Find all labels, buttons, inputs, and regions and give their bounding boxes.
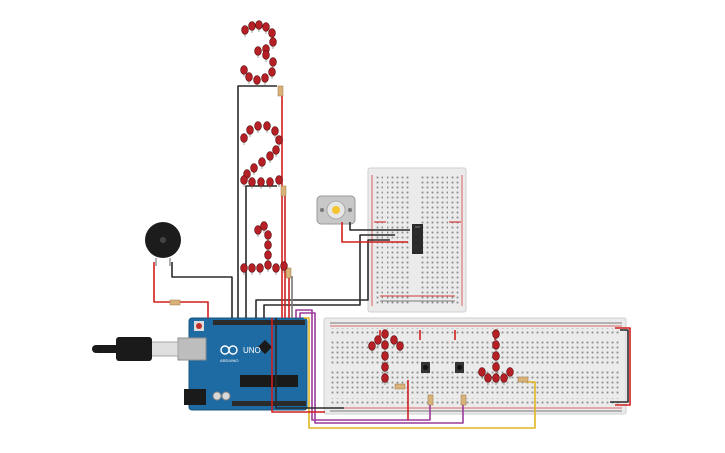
led[interactable] (262, 22, 270, 32)
led[interactable] (506, 367, 514, 377)
led[interactable] (280, 261, 288, 271)
led[interactable] (272, 145, 280, 155)
led[interactable] (478, 367, 486, 377)
led-arrow-right (478, 329, 514, 385)
led[interactable] (266, 151, 274, 161)
led[interactable] (492, 329, 500, 339)
led[interactable] (255, 20, 263, 30)
led[interactable] (381, 329, 389, 339)
led[interactable] (264, 260, 272, 270)
led[interactable] (263, 121, 271, 131)
wires (153, 85, 631, 429)
led[interactable] (492, 351, 500, 361)
led[interactable] (271, 126, 279, 136)
resistors (169, 85, 529, 406)
led[interactable] (492, 362, 500, 372)
led[interactable] (254, 46, 262, 56)
lower-breadboard[interactable] (323, 317, 627, 415)
led[interactable] (253, 75, 261, 85)
led[interactable] (261, 73, 269, 83)
led[interactable] (272, 263, 280, 273)
led[interactable] (396, 341, 404, 351)
led-digit-1 (240, 221, 288, 275)
led[interactable] (381, 373, 389, 383)
arduino-logo-icon (220, 345, 238, 355)
led[interactable] (257, 177, 265, 187)
led[interactable] (268, 67, 276, 77)
led[interactable] (250, 163, 258, 173)
uno-label: UNO (243, 346, 261, 355)
led[interactable] (256, 263, 264, 273)
dc-motor[interactable] (316, 195, 356, 225)
led[interactable] (500, 373, 508, 383)
led[interactable] (262, 50, 270, 60)
ic-chip[interactable] (412, 224, 423, 254)
led-digit-3 (240, 20, 277, 87)
led[interactable] (269, 37, 277, 47)
led[interactable] (245, 72, 253, 82)
led[interactable] (240, 263, 248, 273)
led[interactable] (266, 177, 274, 187)
led[interactable] (275, 175, 283, 185)
led[interactable] (264, 240, 272, 250)
led[interactable] (248, 177, 256, 187)
led-digit-2 (240, 121, 283, 189)
led[interactable] (246, 125, 254, 135)
led-arrow-left (368, 329, 404, 385)
pushbutton-left[interactable] (421, 362, 430, 373)
led[interactable] (240, 175, 248, 185)
led[interactable] (381, 351, 389, 361)
led[interactable] (248, 21, 256, 31)
led[interactable] (368, 341, 376, 351)
arduino-uno[interactable]: UNO ARDUINO (177, 317, 308, 411)
led[interactable] (381, 340, 389, 350)
led[interactable] (374, 335, 382, 345)
led[interactable] (264, 230, 272, 240)
piezo-buzzer[interactable] (145, 222, 181, 266)
pushbutton-right[interactable] (455, 362, 464, 373)
arduino-brand-label: ARDUINO (220, 358, 238, 363)
led[interactable] (268, 28, 276, 38)
led[interactable] (381, 362, 389, 372)
led[interactable] (492, 373, 500, 383)
led[interactable] (269, 57, 277, 67)
led[interactable] (258, 157, 266, 167)
led[interactable] (248, 263, 256, 273)
led[interactable] (241, 25, 249, 35)
led[interactable] (254, 121, 262, 131)
led[interactable] (240, 133, 248, 143)
led[interactable] (264, 250, 272, 260)
led[interactable] (484, 373, 492, 383)
led[interactable] (390, 335, 398, 345)
led[interactable] (275, 135, 283, 145)
usb-cable[interactable] (92, 337, 179, 361)
led[interactable] (492, 340, 500, 350)
led[interactable] (260, 221, 268, 231)
led[interactable] (240, 65, 248, 75)
